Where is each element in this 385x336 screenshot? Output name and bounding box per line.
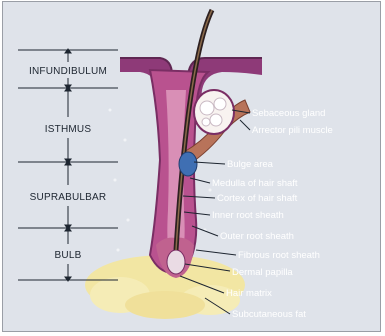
label-cortex: Cortex of hair shaft (217, 193, 298, 204)
bulge-area (179, 152, 197, 176)
zone-arrows (65, 49, 71, 281)
label-fibrous-root-sheath: Fibrous root sheath (238, 250, 320, 261)
label-outer-root-sheath: Outer root sheath (220, 231, 294, 242)
zone-label-infundibulum: INFUNDIBULUM (29, 66, 107, 77)
label-arrector-pili-muscle: Arrector pili muscle (252, 125, 333, 136)
label-subcutaneous-fat: Subcutaneous fat (232, 309, 306, 320)
label-dermal-papilla: Dermal papilla (232, 267, 293, 278)
label-hair-matrix: Hair matrix (226, 288, 272, 299)
label-sebaceous-gland: Sebaceous gland (252, 108, 325, 119)
label-inner-root-sheath: Inner root sheath (212, 210, 284, 221)
zone-label-isthmus: ISTHMUS (45, 124, 92, 135)
label-medulla: Medulla of hair shaft (212, 178, 298, 189)
label-bulge-area: Bulge area (227, 159, 274, 170)
sebaceous-gland (194, 90, 234, 134)
zone-label-bulb: BULB (55, 250, 82, 261)
dermal-papilla (167, 250, 185, 274)
zone-label-suprabulbar: SUPRABULBAR (30, 192, 107, 203)
